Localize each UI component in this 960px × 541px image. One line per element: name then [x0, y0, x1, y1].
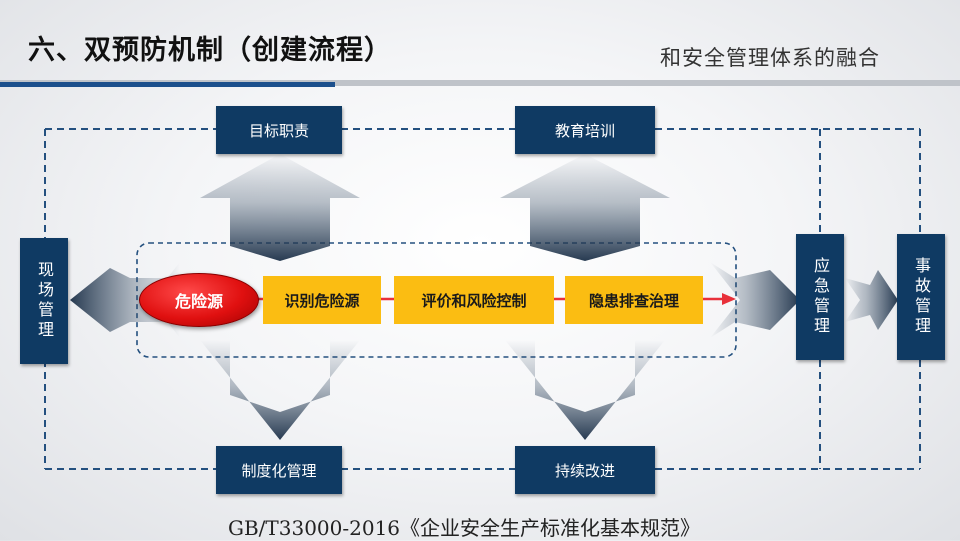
arrow-up-to-goals	[200, 154, 360, 261]
step-identify-hazards: 识别危险源	[263, 276, 381, 324]
page-title: 六、双预防机制（创建流程）	[28, 35, 392, 66]
shadow-arrows	[70, 154, 898, 440]
flow-arrowhead	[722, 293, 736, 305]
page-subtitle: 和安全管理体系的融合	[660, 46, 880, 70]
step-hidden-danger-treatment: 隐患排查治理	[565, 276, 703, 324]
node-accident-management: 事故管理	[897, 234, 945, 360]
node-goals-responsibilities: 目标职责	[216, 106, 342, 154]
arrow-down-to-improve	[505, 340, 665, 440]
node-institutional-management: 制度化管理	[216, 446, 342, 494]
arrow-down-to-system	[200, 340, 360, 440]
outer-dashed-frame	[44, 128, 921, 470]
standard-citation: GB/T33000-2016《企业安全生产标准化基本规范》	[228, 516, 701, 540]
arrow-left-to-site	[70, 262, 180, 338]
header-divider	[0, 80, 960, 86]
step-evaluate-risk-control: 评价和风险控制	[394, 276, 554, 324]
node-continuous-improvement: 持续改进	[515, 446, 655, 494]
node-site-management: 现场管理	[20, 238, 68, 364]
hazard-source-node: 危险源	[139, 273, 259, 327]
header-accent-bar	[0, 82, 335, 87]
arrow-right-to-emergency	[710, 262, 800, 338]
node-education-training: 教育培训	[515, 106, 655, 154]
arrow-up-to-training	[500, 154, 670, 261]
node-emergency-management: 应急管理	[796, 234, 844, 360]
arrow-right-to-accident	[845, 270, 898, 330]
